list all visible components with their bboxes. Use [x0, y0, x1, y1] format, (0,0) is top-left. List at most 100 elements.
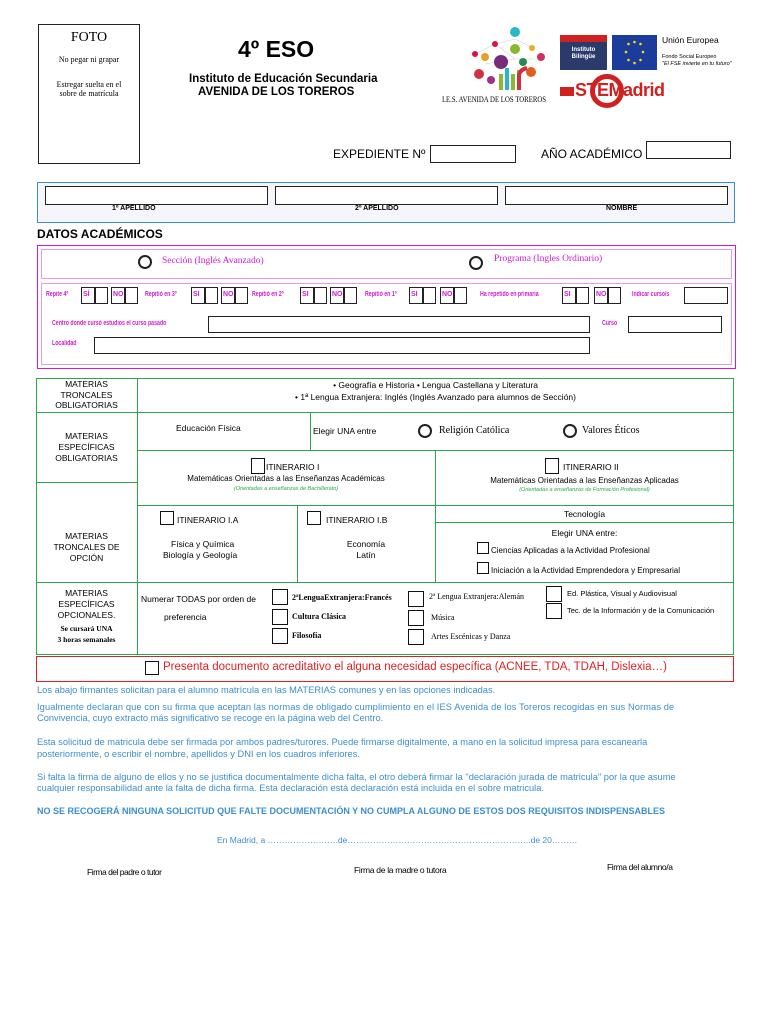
aleman-checkbox[interactable] [408, 591, 424, 607]
itin2-checkbox[interactable] [545, 458, 559, 474]
repeat-no-checkbox[interactable] [235, 287, 248, 304]
itin1a-label: ITINERARIO I.A [177, 515, 239, 525]
repeat-si-label: SÍ [81, 287, 95, 304]
text-p3a: Esta solicitud de matricula debe ser fir… [37, 737, 648, 747]
year-input[interactable] [646, 141, 731, 159]
religion-radio[interactable] [418, 424, 432, 438]
itin1-checkbox[interactable] [251, 458, 265, 474]
itin1-label: ITINERARIO I [266, 462, 320, 472]
repeat-si-checkbox[interactable] [576, 287, 589, 304]
numerar-line1: Numerar TODAS por orden de [141, 594, 256, 604]
itin2-note: (Orientadas a enseñanzas de Formación Pr… [519, 487, 650, 493]
repeat-si-checkbox[interactable] [205, 287, 218, 304]
nombre-input[interactable] [505, 186, 728, 205]
label-line: OBLIGATORIAS [55, 400, 118, 410]
valores-label: Valores Éticos [582, 425, 640, 436]
centro-input[interactable] [208, 316, 590, 333]
necesidad-label: Presenta documento acreditativo el algun… [163, 661, 667, 673]
ciencias-checkbox[interactable] [477, 542, 489, 554]
table-divider [36, 482, 137, 483]
seccion-label: Sección (Inglés Avanzado) [162, 256, 264, 266]
photo-note3: sobre de matrícula [59, 89, 119, 98]
itin2-desc: Matemáticas Orientadas a las Enseñanzas … [490, 476, 679, 485]
date-line: En Madrid, a …………………….de…………………………………………… [217, 835, 578, 845]
photo-title: FOTO [70, 30, 108, 45]
localidad-label: Localidad [52, 340, 77, 347]
firma-madre: Firma de la madre o tutora [354, 865, 447, 875]
course-title: 4º ESO [238, 36, 315, 62]
repeat-no-checkbox[interactable] [125, 287, 138, 304]
musica-label: Música [431, 613, 455, 622]
seccion-radio[interactable] [138, 255, 152, 269]
indicar-input[interactable] [684, 287, 728, 304]
repeat-label: Repite 4º [46, 291, 69, 298]
apellido2-label: 2º APELLIDO [355, 205, 399, 212]
text-p2b: Convivencia, cuyo extracto más significa… [37, 713, 384, 723]
text-p2a: Igualmente declaran que con su firma que… [37, 702, 675, 712]
curso-input[interactable] [628, 316, 722, 333]
artes-label: Artes Escénicas y Danza [431, 632, 511, 641]
repeat-no-checkbox[interactable] [344, 287, 357, 304]
localidad-input[interactable] [94, 337, 590, 354]
itin1a-subject1: Física y Química [171, 539, 235, 549]
repeat-si-label: SI [409, 287, 423, 304]
itin1a-checkbox[interactable] [160, 511, 174, 525]
apellido2-input[interactable] [275, 186, 498, 205]
repeat-no-label: NO [440, 287, 454, 304]
repeat-label: Ha repetido en primaria [480, 291, 539, 298]
musica-checkbox[interactable] [408, 610, 424, 626]
expediente-input[interactable] [430, 145, 516, 163]
photo-box: FOTO No pegar ni grapar Estregar suelta … [38, 24, 140, 164]
subjects-table [36, 378, 734, 655]
elegir-una-2: Elegir UNA entre: [551, 528, 618, 538]
troncales-line1: • Geografía e Historia • Lengua Castella… [333, 380, 538, 390]
tic-checkbox[interactable] [546, 603, 562, 619]
programa-label: Programa (Ingles Ordinario) [494, 254, 603, 264]
academic-section [37, 245, 736, 369]
tic-label: Tec. de la Información y de la Comunicac… [567, 606, 715, 615]
repeat-no-label: NO [111, 287, 125, 304]
filosofia-checkbox[interactable] [272, 628, 288, 644]
itin1-desc: Matemáticas Orientadas a las Enseñanzas … [187, 474, 385, 483]
table-divider [435, 450, 436, 582]
table-divider [36, 412, 734, 413]
necesidad-box [36, 656, 734, 682]
cultura-checkbox[interactable] [272, 609, 288, 625]
itin1b-subject2: Latín [356, 550, 376, 560]
text-p1: Los abajo firmantes solicitan para el al… [37, 685, 496, 695]
programa-radio[interactable] [469, 256, 483, 270]
school-line1: Instituto de Educación Secundaria [189, 73, 378, 85]
repeat-si-checkbox[interactable] [95, 287, 108, 304]
itin1b-checkbox[interactable] [307, 511, 321, 525]
repeat-no-checkbox[interactable] [608, 287, 621, 304]
repeat-no-checkbox[interactable] [454, 287, 467, 304]
repeat-si-checkbox[interactable] [423, 287, 436, 304]
table-divider [36, 582, 734, 583]
table-divider [310, 412, 311, 450]
centro-label: Centro donde cursó estudios el curso pas… [52, 320, 167, 327]
necesidad-checkbox[interactable] [145, 661, 159, 675]
apellido1-label: 1º APELLIDO [112, 205, 156, 212]
iniciacion-label: Iniciación a la Actividad Emprendedora y… [491, 566, 680, 575]
aleman-label: 2ª Lengua Extranjera:Alemán [429, 592, 525, 601]
eu-title: Unión Europea [662, 35, 719, 45]
opcionales-note: Se cursará UNA [60, 624, 113, 633]
repeat-label: Repitió en 1º [365, 291, 397, 298]
iniciacion-checkbox[interactable] [477, 562, 489, 574]
label-line: TRONCALES [60, 389, 113, 400]
itin2-label: ITINERARIO II [563, 462, 619, 472]
stemadrid-text: STEMadrid [575, 80, 665, 100]
itin1-note: (Orientadas a enseñanzas de Bachillerato… [233, 486, 339, 492]
artes-checkbox[interactable] [408, 629, 424, 645]
frances-checkbox[interactable] [272, 589, 288, 605]
repeat-si-label: SI [562, 287, 576, 304]
history-box [41, 283, 732, 365]
valores-radio[interactable] [563, 424, 577, 438]
year-label: AÑO ACADÉMICO [541, 147, 643, 161]
warning-text: NO SE RECOGERÁ NINGUNA SOLICITUD QUE FAL… [37, 806, 666, 816]
expediente-label: EXPEDIENTE Nº [333, 147, 426, 161]
repeat-no-label: NO [330, 287, 344, 304]
plastica-checkbox[interactable] [546, 586, 562, 602]
repeat-si-checkbox[interactable] [314, 287, 327, 304]
apellido1-input[interactable] [45, 186, 268, 205]
